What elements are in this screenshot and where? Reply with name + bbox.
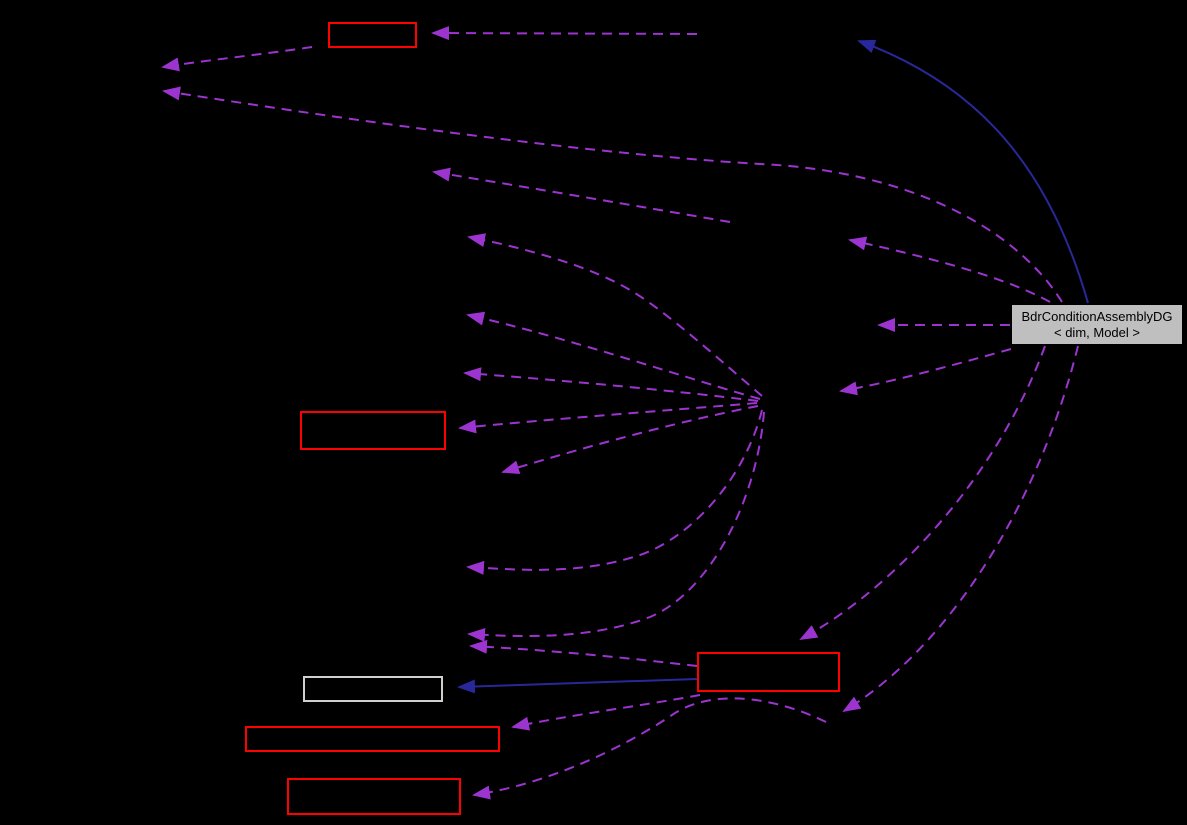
edge-redbox-top-to-left1 (161, 46, 313, 72)
main-node[interactable]: BdrConditionAssemblyDG < dim, Model > (1011, 304, 1183, 345)
main-node-label-line1: BdrConditionAssemblyDG (1021, 308, 1173, 324)
edge-hidden-top-to-redbox-top (431, 26, 698, 41)
edge-fan-to-a4 (463, 367, 759, 402)
edge-fan-to-a2 (467, 233, 763, 397)
edge-fan-to-a5 (501, 405, 759, 475)
truncated-node-right[interactable] (697, 652, 840, 692)
edge-main-to-left2 (162, 86, 1063, 303)
truncated-node-wide[interactable] (245, 726, 500, 752)
edge-fan-to-a6 (466, 409, 763, 575)
edge-fan-to-a7 (467, 411, 765, 642)
truncated-node-top[interactable] (328, 22, 417, 48)
truncated-node-middle[interactable] (300, 411, 446, 450)
main-node-label-line2: < dim, Model > (1054, 324, 1140, 340)
edge-main-to-hidden-bottom (842, 345, 1079, 713)
edge-inherit-main-to-hidden-top (857, 39, 1089, 304)
edge-redbox-right-to-redbox-wide (511, 694, 701, 731)
edge-inherit-redbox-to-whitebox (457, 678, 698, 694)
truncated-node-bottom[interactable] (287, 778, 461, 815)
edge-main-to-fan (839, 348, 1012, 396)
edge-fan-to-a3 (466, 311, 761, 400)
edge-main-to-redbox-right (799, 345, 1046, 640)
plain-node-base[interactable] (303, 676, 443, 702)
edge-fan-to-redbox-mid (458, 402, 758, 434)
edge-main-to-n3 (848, 236, 1051, 303)
edge-redbox-right-to-a8 (469, 639, 698, 667)
edge-hidden-bottom-to-redbox-bottom (472, 697, 827, 800)
edge-n3-to-a1 (432, 167, 731, 223)
